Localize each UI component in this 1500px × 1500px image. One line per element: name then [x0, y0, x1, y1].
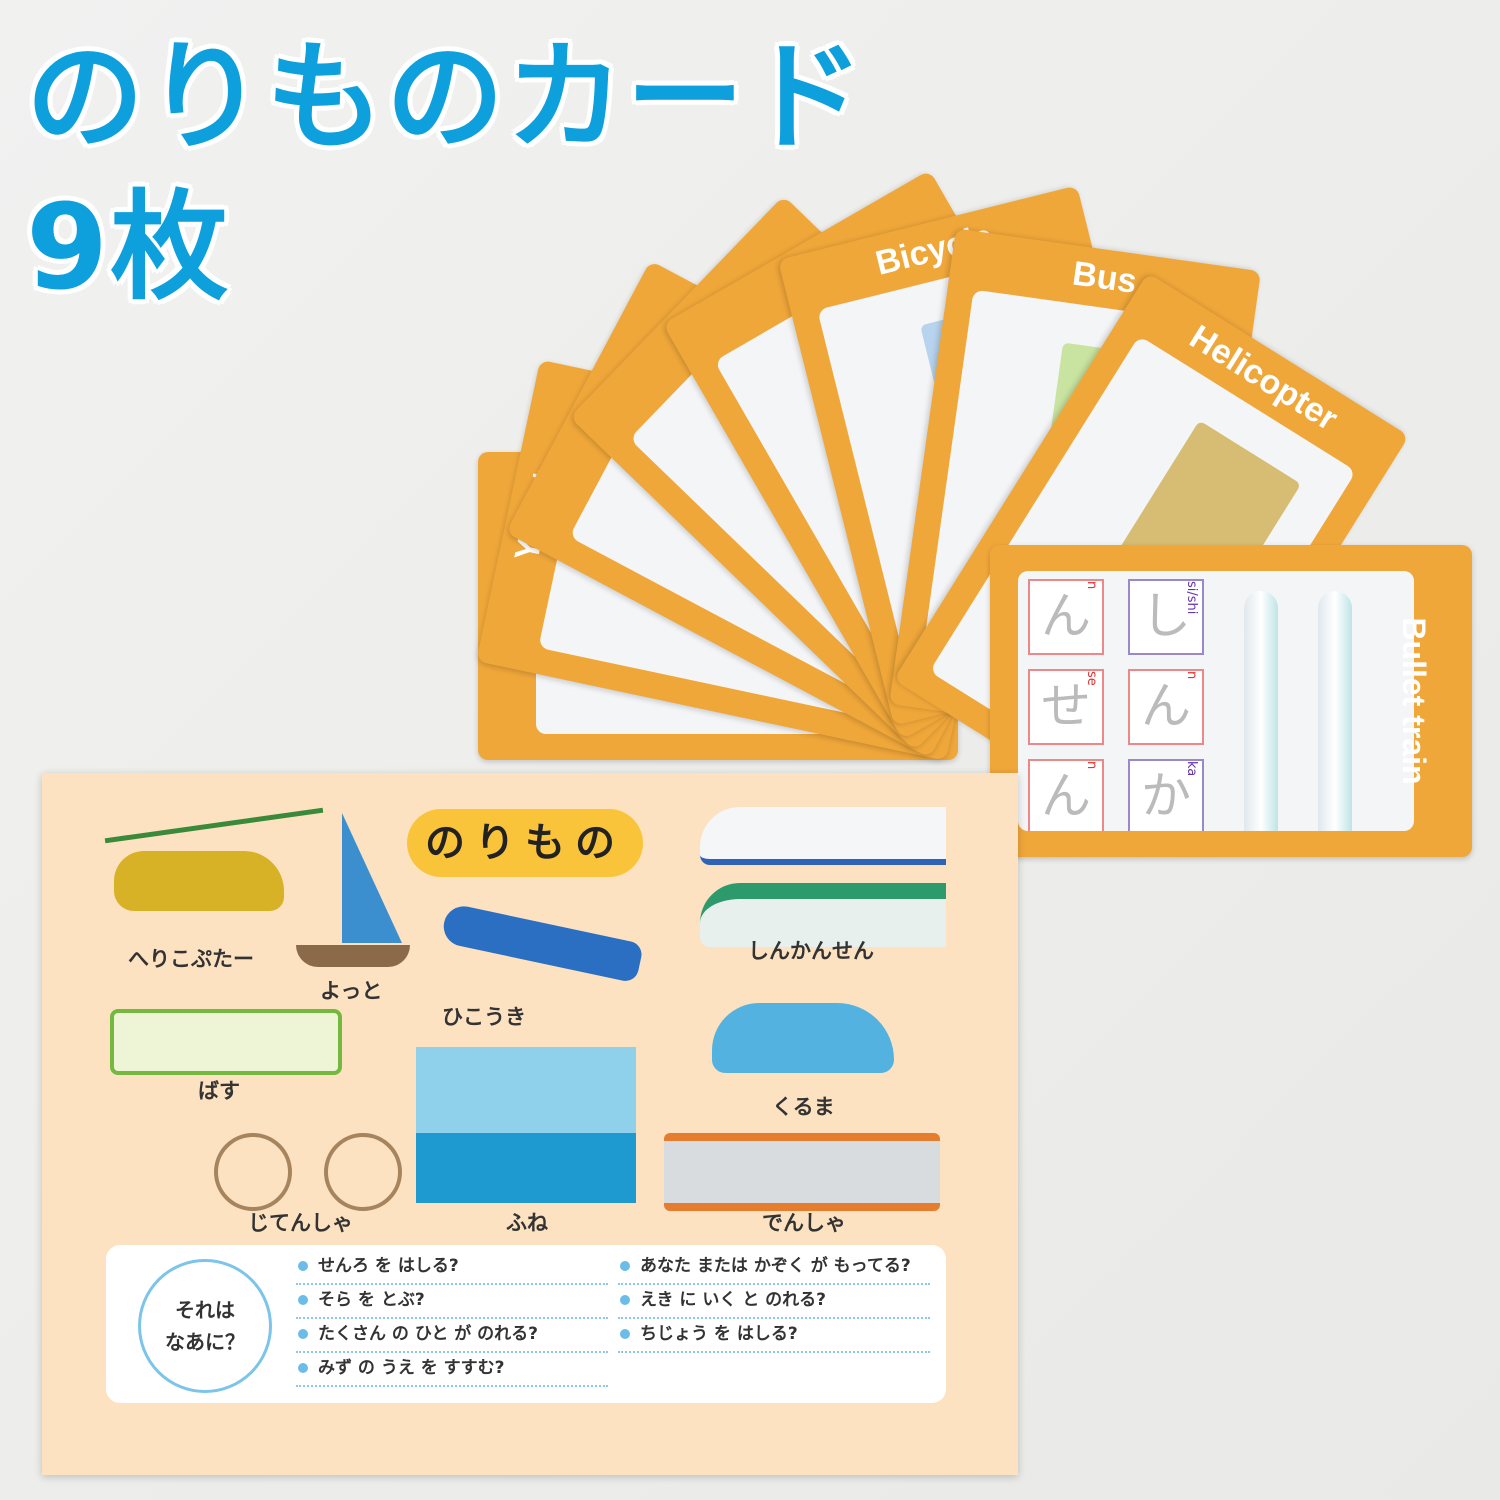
car-illustration [712, 1003, 894, 1073]
quiz-question: ちじょう を はしる? [618, 1319, 930, 1353]
kana: ん [1041, 767, 1091, 825]
romaji: si/shi [1184, 581, 1199, 615]
kana: か [1141, 767, 1191, 825]
label-helicopter: へりこぷたー [128, 947, 254, 971]
label-car: くるま [772, 1095, 835, 1119]
label-bus: ばす [198, 1079, 240, 1103]
poster-title: のりもの [407, 809, 643, 877]
rotor [104, 807, 324, 844]
quiz-question: たくさん の ひと が のれる? [296, 1319, 608, 1353]
label-train: でんしゃ [762, 1211, 846, 1235]
quiz-question: せんろ を はしる? [296, 1251, 608, 1285]
bubble-text: なあに？ [165, 1330, 245, 1354]
helicopter-illustration [114, 851, 284, 911]
bullet-train-illustration [1318, 591, 1352, 831]
quiz-question: そら を とぶ? [296, 1285, 608, 1319]
ship-illustration [416, 1047, 636, 1203]
bicycle-wheel [214, 1133, 292, 1211]
label-ship: ふね [506, 1211, 548, 1235]
romaji: n [1084, 581, 1099, 590]
label-yacht: よっと [320, 979, 383, 1003]
yacht-illustration [342, 813, 402, 943]
label-bicycle: じてんしゃ [248, 1211, 353, 1235]
headline-count: 9枚 [26, 178, 231, 316]
bubble-text: それは [175, 1298, 235, 1322]
romaji: n [1084, 761, 1099, 770]
headline-title: のりものカード [26, 28, 867, 166]
label-plane: ひこうき [442, 1005, 526, 1029]
card-label: Bullet train [1396, 617, 1432, 785]
train-illustration [664, 1133, 940, 1211]
quiz-box: それはなあに？ せんろ を はしる?そら を とぶ?たくさん の ひと が のれ… [106, 1245, 946, 1403]
label-shinkansen: しんかんせん [748, 939, 874, 963]
kana: し [1141, 587, 1191, 645]
romaji: n [1184, 671, 1199, 680]
shinkansen-illustration [700, 807, 946, 865]
plane-illustration [440, 902, 644, 984]
poster: のりもの へりこぷたー よっと ひこうき しんかんせん ばす くるま じてんしゃ… [42, 773, 1018, 1475]
bus-illustration [110, 1009, 342, 1075]
romaji: se [1084, 671, 1099, 686]
yacht-hull [296, 945, 410, 967]
romaji: ka [1184, 761, 1199, 777]
kana: ん [1041, 587, 1091, 645]
quiz-question: えき に いく と のれる? [618, 1285, 930, 1319]
quiz-question: あなた または かぞく が もってる? [618, 1251, 930, 1285]
quiz-question: みず の うえ を すすむ? [296, 1353, 608, 1387]
kana: ん [1141, 677, 1191, 735]
shinkansen-e5-illustration [700, 883, 946, 947]
speech-bubble: それはなあに？ [138, 1259, 272, 1393]
bullet-train-illustration [1244, 591, 1278, 831]
kana: せ [1041, 677, 1091, 735]
headline: のりものカード 9枚 [26, 22, 866, 322]
bicycle-wheel [324, 1133, 402, 1211]
